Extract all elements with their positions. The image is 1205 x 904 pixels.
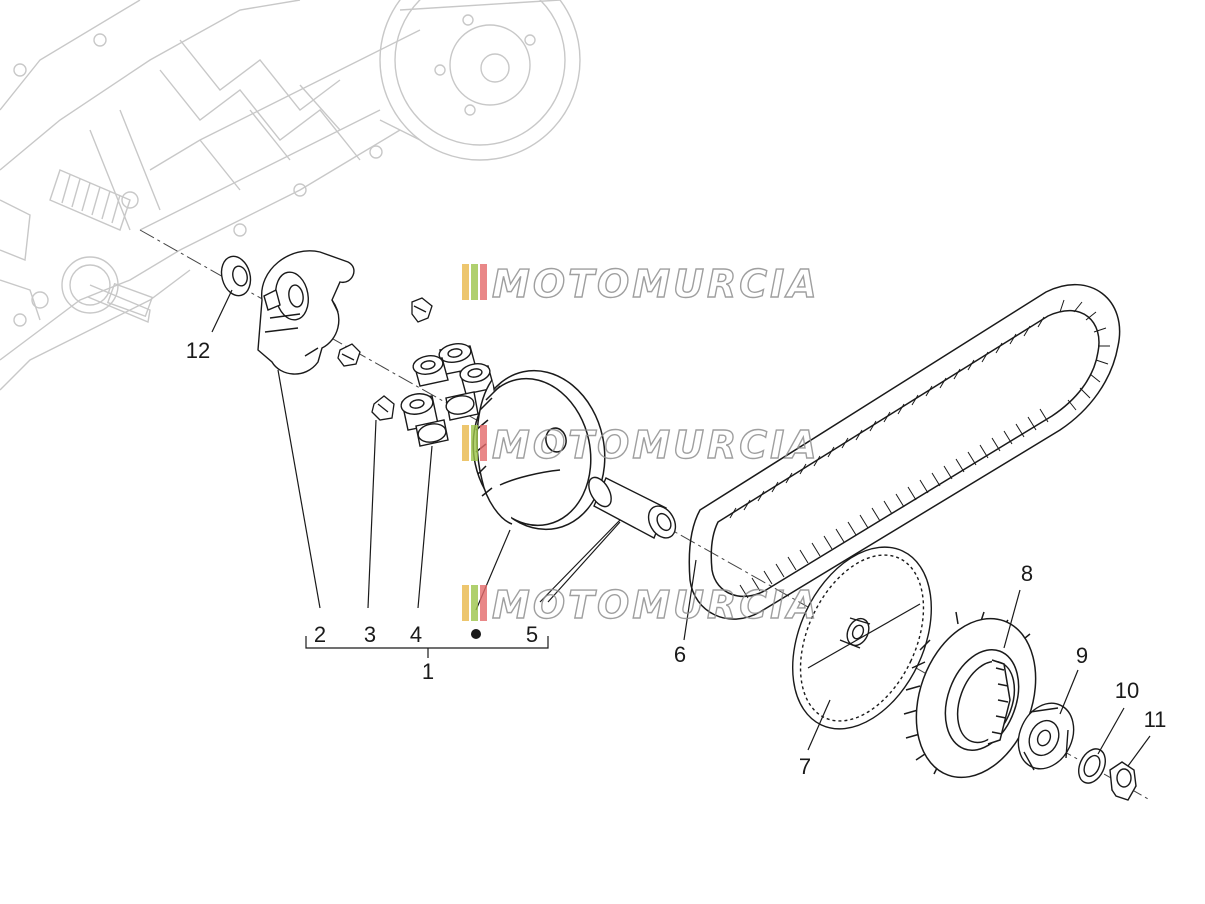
callout-11: 11 — [1144, 707, 1167, 732]
watermark-stripe — [462, 425, 469, 461]
watermark-3: MOTOMURCIA — [462, 582, 820, 628]
watermark-stripe — [471, 264, 478, 300]
watermark-text: MOTOMURCIA — [492, 583, 820, 627]
callout-7: 7 — [799, 754, 811, 779]
callout-8: 8 — [1021, 561, 1033, 586]
callout-10: 10 — [1115, 678, 1139, 703]
part-3-sliders — [337, 297, 433, 421]
part-8-fan-pulley — [903, 611, 1037, 779]
watermark-text: MOTOMURCIA — [492, 423, 820, 467]
engine-casing-background — [0, 0, 581, 391]
callout-numbers: 12 2 3 4 5 1 6 7 8 9 10 11 — [186, 338, 1167, 779]
part-11-nut — [1109, 761, 1137, 801]
part-9-hub — [1017, 702, 1075, 771]
callout-3: 3 — [364, 622, 376, 647]
watermark-1: MOTOMURCIA — [462, 261, 820, 307]
callout-4: 4 — [410, 622, 422, 647]
part-12-washer — [220, 255, 252, 297]
watermark-stripe — [471, 425, 478, 461]
callout-5: 5 — [526, 622, 538, 647]
bullet-marker — [471, 629, 481, 639]
part-2-ramp-plate — [257, 250, 355, 375]
watermark-stripe — [480, 585, 487, 621]
leader-lines — [211, 289, 1151, 767]
part-7-toothed-pulley — [791, 546, 933, 730]
callout-1: 1 — [422, 659, 434, 684]
watermark-stripe — [462, 585, 469, 621]
variator-bushing — [588, 476, 677, 539]
callout-2: 2 — [314, 622, 326, 647]
watermark-text: MOTOMURCIA — [492, 262, 820, 306]
watermark-stripe — [480, 264, 487, 300]
callout-12: 12 — [186, 338, 210, 363]
part-4-rollers — [400, 343, 495, 447]
part-10-washer — [1078, 748, 1106, 784]
variator-half-pulley — [472, 369, 606, 531]
watermark-stripe — [480, 425, 487, 461]
watermark-2: MOTOMURCIA — [462, 422, 820, 468]
watermark-stripe — [462, 264, 469, 300]
callout-6: 6 — [674, 642, 686, 667]
watermark-stripe — [471, 585, 478, 621]
callout-9: 9 — [1076, 643, 1088, 668]
part-6-drive-belt — [688, 283, 1121, 620]
